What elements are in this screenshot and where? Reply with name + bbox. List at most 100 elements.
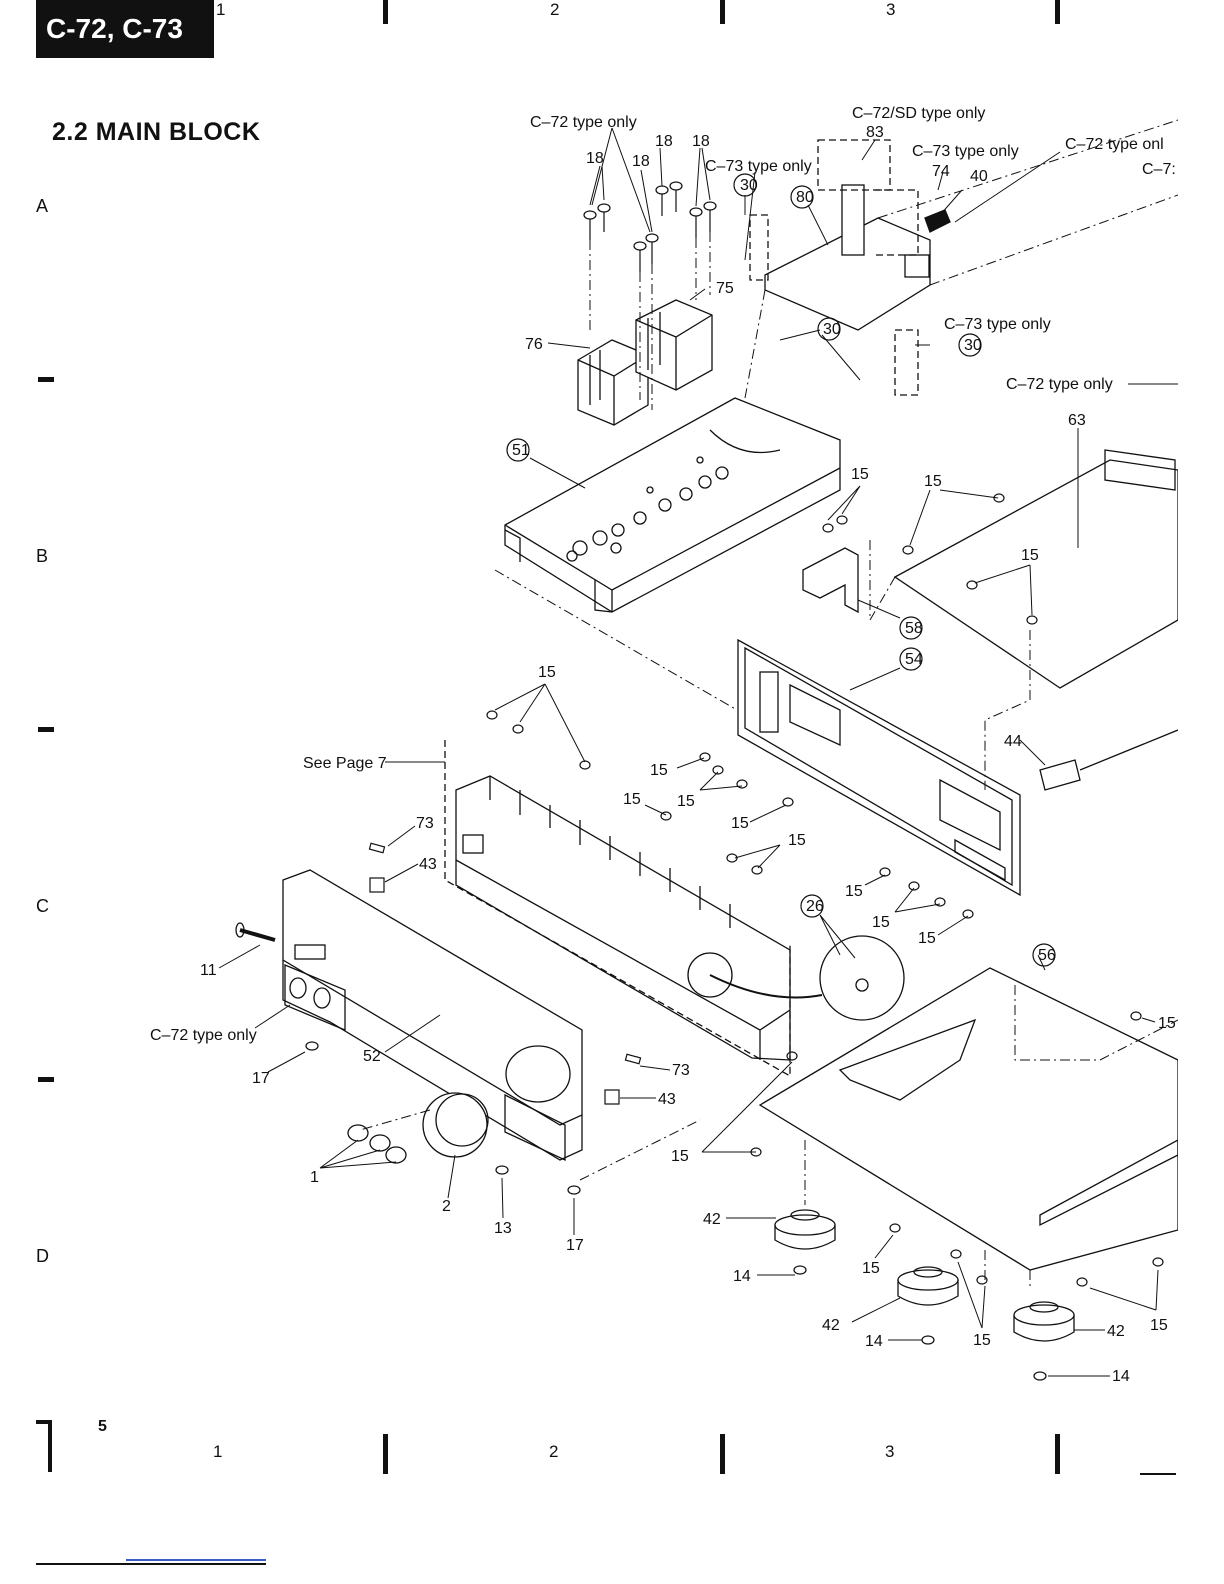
footer-rule: [36, 1563, 266, 1565]
screws: [305, 181, 1164, 1381]
part-14: 14: [733, 1268, 751, 1285]
page-number: 5: [98, 1418, 107, 1435]
grid-side-c: C: [36, 896, 49, 916]
grid-divider: [1055, 0, 1060, 24]
grid-top-2: 2: [550, 0, 560, 19]
grid-top-1: 1: [216, 0, 226, 19]
label-c7-cut: C–7:: [1142, 161, 1176, 178]
part-labels: C–72 type only C–72/SD type only C–73 ty…: [150, 105, 1176, 1385]
rear-panel-54: [737, 638, 1021, 897]
part-44: 44: [1004, 733, 1022, 750]
dashed-frame: [749, 139, 919, 396]
part-15: 15: [845, 883, 863, 900]
part-14: 14: [1112, 1368, 1130, 1385]
shaft-11: [239, 928, 276, 942]
part-30: 30: [964, 337, 982, 354]
part-15: 15: [924, 473, 942, 490]
pcb-80: [764, 184, 951, 331]
bottom-plate-56: [758, 967, 1178, 1271]
shaft-11-end: [235, 922, 245, 938]
circled-labels: [506, 173, 1056, 967]
part-26: 26: [806, 898, 824, 915]
part-80: 80: [796, 189, 814, 206]
label-c73-type-only: C–73 type only: [912, 143, 1019, 160]
bracket-58: [802, 547, 859, 614]
part-42: 42: [703, 1211, 721, 1228]
label-c73-type-only: C–73 type only: [944, 316, 1051, 333]
dashed-frame: [444, 740, 791, 1078]
grid-side-d: D: [36, 1246, 49, 1266]
label-c72-type-only: C–72 type only: [530, 114, 637, 131]
part-30: 30: [823, 321, 841, 338]
grid-side-a: A: [36, 196, 49, 216]
detail-circle-26: [819, 935, 905, 1021]
grid-divider: [720, 1434, 725, 1474]
leader-lines: [218, 127, 1178, 1377]
grid-side-dash: [38, 377, 54, 382]
part-54: 54: [905, 651, 923, 668]
knobs-1: [347, 1124, 407, 1164]
model-badge: C-72, C-73: [36, 0, 214, 58]
grid-bottom-1: 1: [213, 1442, 223, 1461]
label-see-page-7: See Page 7: [303, 755, 387, 772]
part-15: 15: [788, 832, 806, 849]
part-83: 83: [866, 124, 884, 141]
trim-line: [1140, 1473, 1176, 1475]
corner-mark: [36, 1420, 52, 1472]
part-11: 11: [200, 962, 217, 979]
part-18: 18: [692, 133, 710, 150]
grid-side-b: B: [36, 546, 49, 566]
part-73: 73: [672, 1062, 690, 1079]
part-15: 15: [1150, 1317, 1168, 1334]
part-73: 73: [416, 815, 434, 832]
part-15: 15: [918, 930, 936, 947]
part-15: 15: [677, 793, 695, 810]
part-18: 18: [586, 150, 604, 167]
part-51: 51: [512, 442, 530, 459]
part-56: 56: [1038, 947, 1056, 964]
part-15: 15: [872, 914, 890, 931]
part-15: 15: [1021, 547, 1039, 564]
foot-42: [774, 1209, 836, 1250]
assembly-lines: [359, 119, 1178, 1290]
part-15: 15: [862, 1260, 880, 1277]
grid-side-dash: [38, 727, 54, 732]
grid-side-dash: [38, 1077, 54, 1082]
part-74: 74: [932, 163, 950, 180]
part-1: 1: [310, 1169, 319, 1186]
part-15: 15: [538, 664, 556, 681]
part-15: 15: [623, 791, 641, 808]
part-17: 17: [566, 1237, 584, 1254]
model-label: C-72, C-73: [46, 13, 183, 44]
part-13: 13: [494, 1220, 512, 1237]
jack-44: [1039, 729, 1178, 791]
grid-top-3: 3: [886, 0, 896, 19]
footer-rule-accent: [126, 1559, 266, 1561]
pcb-63: [893, 449, 1178, 689]
grid-divider: [383, 0, 388, 24]
part-30: 30: [740, 177, 758, 194]
part-15: 15: [671, 1148, 689, 1165]
chassis-51: [504, 397, 841, 613]
part-40: 40: [970, 168, 988, 185]
part-63: 63: [1068, 412, 1086, 429]
label-c73-type-only: C–73 type only: [705, 158, 812, 175]
front-panel-52: [282, 869, 583, 1162]
grid-divider: [720, 0, 725, 24]
part-15: 15: [650, 762, 668, 779]
label-c72-type-only: C–72 type only: [150, 1027, 257, 1044]
part-18: 18: [655, 133, 673, 150]
label-c72-type-only: C–72 type only: [1006, 376, 1113, 393]
foot-42: [1013, 1301, 1075, 1342]
part-18: 18: [632, 153, 650, 170]
part-43: 43: [419, 856, 437, 873]
section-title: 2.2 MAIN BLOCK: [52, 118, 261, 146]
grid-divider: [383, 1434, 388, 1474]
part-58: 58: [905, 620, 923, 637]
part-14: 14: [865, 1333, 883, 1350]
part-15: 15: [731, 815, 749, 832]
part-75: 75: [716, 280, 734, 297]
part-15: 15: [973, 1332, 991, 1349]
grid-divider: [1055, 1434, 1060, 1474]
part-52: 52: [363, 1048, 381, 1065]
